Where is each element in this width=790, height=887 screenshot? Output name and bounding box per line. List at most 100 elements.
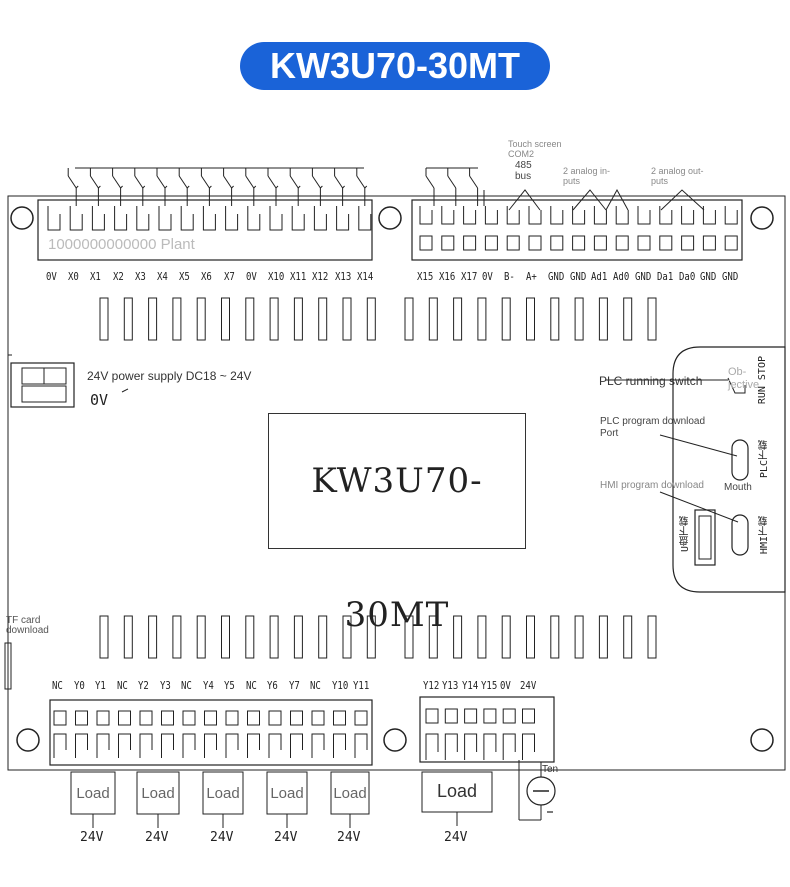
terminal-slot (114, 206, 128, 231)
terminal-label: NC (181, 679, 192, 692)
load-voltage-label: 24V (337, 830, 361, 845)
terminal-label: NC (310, 679, 321, 692)
terminal-slot (464, 733, 478, 760)
plc-download-port (731, 439, 749, 481)
terminal-slot (139, 733, 153, 758)
chip-pin (526, 297, 535, 341)
terminal-slot (354, 733, 368, 758)
terminal-slot (91, 206, 105, 231)
product-title: KW3U70-30MT (240, 42, 550, 90)
terminal-screw (311, 710, 325, 726)
chip-pin (598, 615, 608, 659)
com2-label: COM2 (508, 149, 535, 159)
terminal-slot (182, 733, 196, 758)
chip-pin (245, 297, 255, 341)
terminal-label: X2 (112, 270, 124, 283)
plc-download-label-1: PLC program download (600, 416, 706, 427)
chip-pin (196, 615, 206, 659)
model-label-box: KW3U70-30MT (268, 413, 526, 635)
terminal-slot (463, 206, 477, 225)
bus-label: bus (515, 171, 532, 182)
terminal-screw (572, 235, 586, 251)
terminal-label: A+ (526, 270, 537, 283)
chip-pin (550, 615, 560, 659)
hmi-port-label: HMI下载 (759, 516, 770, 555)
terminal-slot (615, 206, 629, 225)
terminal-label: GND (722, 270, 739, 283)
chip-pin (318, 297, 328, 341)
terminal-screw (441, 235, 455, 251)
terminal-label: Y4 (202, 679, 214, 692)
chip-pin (293, 615, 303, 659)
terminal-screw (204, 710, 217, 726)
chip-pin (366, 615, 376, 659)
terminal-slot (311, 733, 325, 758)
chip-pin (428, 615, 438, 659)
chip-pin (501, 615, 511, 659)
terminal-label: X5 (179, 270, 191, 283)
terminal-slot (268, 733, 282, 758)
chip-pin (318, 615, 328, 659)
terminal-slot (69, 206, 83, 231)
terminal-slot (358, 206, 372, 231)
power-connector (10, 362, 75, 408)
terminal-slot (247, 206, 261, 231)
terminal-label: Y0 (73, 679, 85, 692)
chip-pin (99, 297, 109, 341)
mount-hole-tc (378, 206, 402, 230)
terminal-slot (225, 733, 239, 758)
chip-pin (123, 615, 133, 659)
load-voltage-label: 24V (80, 830, 104, 845)
terminal-screw (425, 708, 439, 724)
mount-hole-tl (10, 206, 34, 230)
terminal-slot (225, 206, 239, 231)
chip-pin (501, 297, 511, 341)
chip-pin (196, 297, 206, 341)
terminal-slot (572, 206, 586, 225)
terminal-label: Y3 (159, 679, 171, 692)
chip-pin (574, 615, 584, 659)
objective-label-1: Ob- (728, 366, 747, 378)
load-label: Load (206, 785, 240, 802)
chip-pin (366, 297, 376, 341)
bus485-label: 485 (515, 160, 532, 171)
terminal-screw (268, 710, 282, 726)
terminal-screw (484, 235, 498, 251)
chip-pin (245, 615, 255, 659)
chip-pin (574, 297, 584, 341)
terminal-screw (522, 708, 535, 724)
terminal-screw (290, 710, 303, 726)
terminal-label: X17 (460, 270, 477, 283)
terminal-screw (502, 708, 516, 724)
u-disk-label: U盘下载 (680, 516, 691, 553)
terminal-label: 0V (500, 679, 512, 692)
chip-pin (269, 297, 279, 341)
analog-out-label-1: 2 analog out- (651, 166, 704, 176)
terminal-slot (483, 733, 497, 760)
terminal-screw (75, 710, 88, 726)
hmi-download-label: HMI program download (600, 480, 704, 491)
terminal-screw (96, 710, 110, 726)
load-label: Load (141, 785, 175, 802)
terminal-label: X11 (290, 270, 307, 283)
terminal-slot (528, 206, 542, 225)
terminal-screw (444, 708, 458, 724)
terminal-screw (702, 235, 716, 251)
chip-pin (404, 615, 414, 659)
terminal-label: GND (635, 270, 652, 283)
mount-hole-br (750, 728, 774, 752)
load-voltage-label: 24V (145, 830, 169, 845)
terminal-label: Y2 (138, 679, 149, 692)
terminal-label: Y15 (480, 679, 498, 692)
terminal-slot (161, 733, 174, 758)
terminal-slot (441, 206, 455, 225)
chip-pin (269, 615, 279, 659)
mount-hole-tr (750, 206, 774, 230)
terminal-screw (550, 235, 564, 251)
bottom-left-terminal-block (49, 699, 373, 766)
terminal-slot (53, 733, 67, 758)
terminal-slot (290, 733, 303, 758)
terminal-screw (681, 235, 695, 251)
load-voltage-label: 24V (444, 830, 468, 845)
